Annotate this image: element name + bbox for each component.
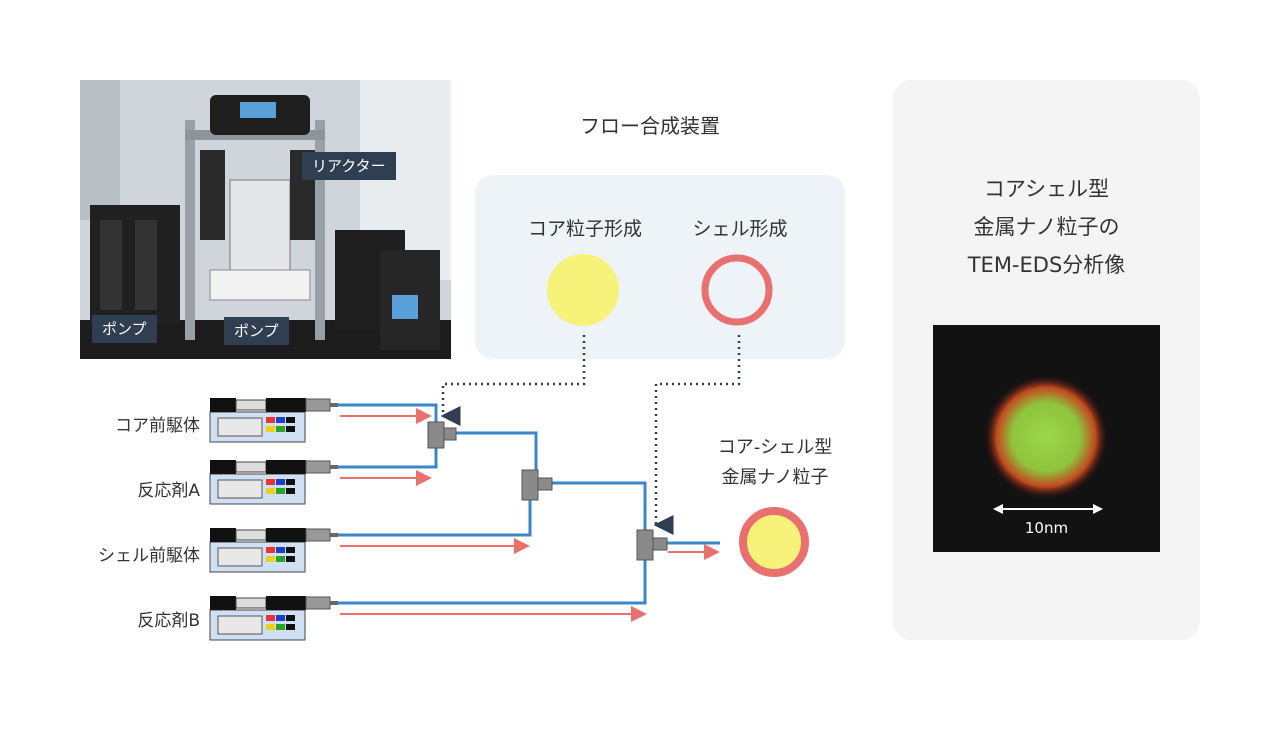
- reagent-label-reactant-b: 反応剤B: [137, 611, 200, 631]
- reagent-label-reactant-a: 反応剤A: [137, 481, 200, 501]
- product-label: コア-シェル型 金属ナノ粒子: [690, 433, 860, 493]
- core-shell-particle-icon: [739, 507, 809, 577]
- flow-stage-panel: [475, 175, 845, 359]
- pump-label-center: ポンプ: [224, 317, 289, 345]
- stage-guide-lines: [440, 335, 741, 535]
- apparatus-photo: リアクター ポンプ ポンプ: [80, 80, 451, 359]
- tubing: [338, 403, 720, 605]
- tem-title: コアシェル型 金属ナノ粒子の TEM-EDS分析像: [893, 170, 1200, 284]
- product-label-line1: コア-シェル型: [717, 437, 833, 458]
- syringe-pump-reactant-a: [209, 459, 339, 505]
- tem-eds-visual: [933, 325, 1160, 552]
- reactor-label: リアクター: [302, 152, 396, 180]
- syringe-pump-core-precursor: [209, 397, 339, 443]
- tem-title-line1: コアシェル型: [983, 177, 1110, 201]
- pump-label-left: ポンプ: [92, 315, 157, 343]
- tem-title-line2: 金属ナノ粒子の: [973, 215, 1120, 239]
- core-formation-label: コア粒子形成: [527, 218, 642, 240]
- shell-particle-icon: [701, 254, 773, 326]
- product-label-line2: 金属ナノ粒子: [721, 467, 829, 488]
- syringe-pump-shell-precursor: [209, 527, 339, 573]
- shell-formation-label: シェル形成: [692, 218, 788, 240]
- mixers: [427, 421, 668, 561]
- reagent-label-shell-precursor: シェル前駆体: [98, 546, 200, 566]
- flow-title: フロー合成装置: [580, 114, 720, 138]
- nanoparticle-blob: [984, 375, 1108, 499]
- tem-eds-image: 10nm: [933, 325, 1160, 552]
- reagent-label-core-precursor: コア前駆体: [115, 416, 200, 436]
- tem-title-line3: TEM-EDS分析像: [967, 253, 1126, 277]
- scale-bar-label: 10nm: [1024, 519, 1069, 537]
- flow-arrows: [340, 408, 720, 622]
- core-particle-icon: [547, 254, 619, 326]
- syringe-pump-reactant-b: [209, 595, 339, 641]
